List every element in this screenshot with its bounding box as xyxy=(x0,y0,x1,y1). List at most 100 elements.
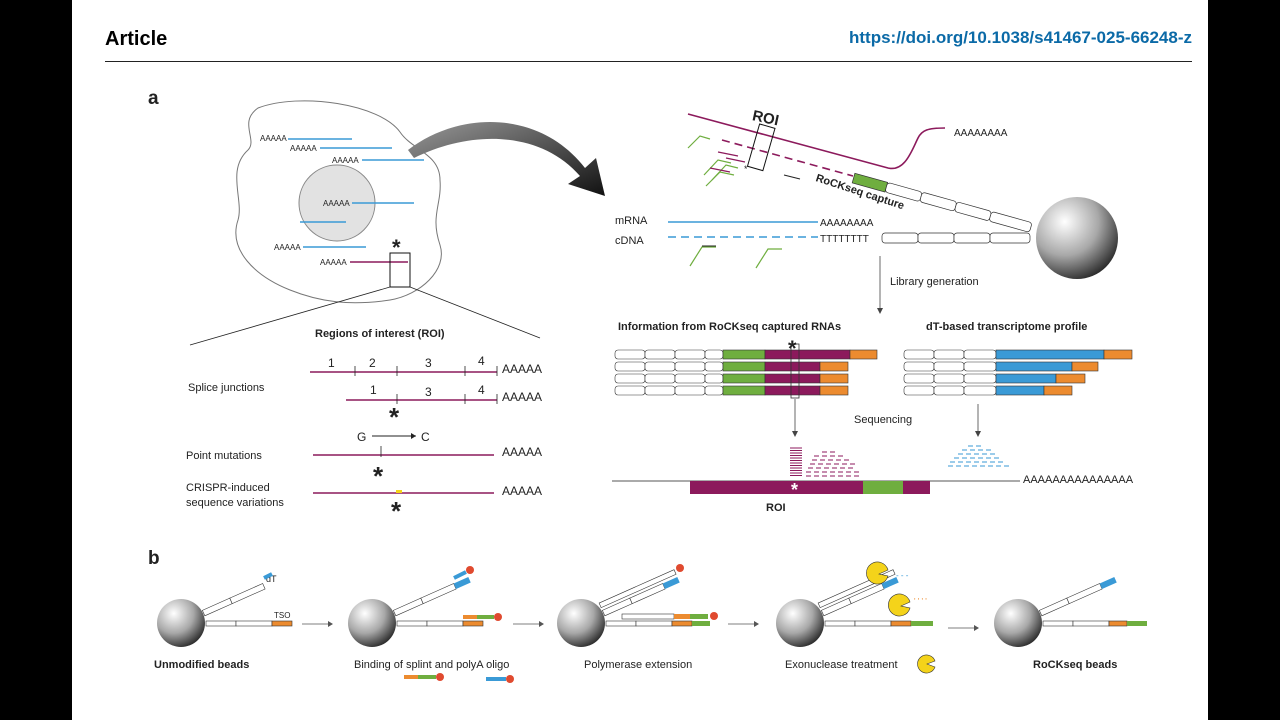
dt-label: dT xyxy=(266,574,277,584)
exon-1-bottom: 1 xyxy=(370,383,377,397)
bead-5 xyxy=(994,599,1042,647)
captured-rna xyxy=(764,361,821,372)
tso-segment xyxy=(819,373,849,384)
transcript-read xyxy=(995,349,1105,360)
transcript-read xyxy=(995,373,1057,384)
capture-diagram: AAAAAAAA RoCKseq capture ROI * mRNA AAAA… xyxy=(615,107,1118,314)
exon-1-top: 1 xyxy=(328,356,335,370)
library-generation-label: Library generation xyxy=(890,276,979,288)
cell-to-capture-arrow xyxy=(408,121,605,196)
bead-adapter xyxy=(903,373,935,384)
bead-adapter xyxy=(704,349,724,360)
genome-track: * AAAAAAAAAAAAAAA ROI xyxy=(612,474,1134,514)
tso-segment xyxy=(849,349,878,360)
bead-adapter xyxy=(963,349,997,360)
cdna-label: cDNA xyxy=(615,235,644,247)
bead-adapter xyxy=(933,349,965,360)
mutation-to: C xyxy=(421,430,430,444)
bead-2 xyxy=(348,599,396,647)
capture-oligo xyxy=(722,373,766,384)
tso-segment xyxy=(1071,361,1099,372)
roi-detail: Regions of interest (ROI) 1 2 3 4 AAAAA … xyxy=(186,328,542,526)
panel-b-steps: dT TSO xyxy=(154,561,1147,683)
bead-adapter xyxy=(674,385,706,396)
step-4-label: Exonuclease treatment xyxy=(785,659,898,671)
mutation-from: G xyxy=(357,430,366,444)
exon-3-bottom: 3 xyxy=(425,385,432,399)
bead-adapter xyxy=(704,373,724,384)
exonuclease-icon-2 xyxy=(888,593,911,617)
cell-polyA-6: AAAAA xyxy=(320,258,347,267)
step-2-label: Binding of splint and polyA oligo xyxy=(354,659,509,671)
bead-adapter xyxy=(704,361,724,372)
bead-adapter xyxy=(903,349,935,360)
mrna-label: mRNA xyxy=(615,215,648,227)
svg-text:- - -: - - - xyxy=(896,571,909,580)
read-stack-asterisk: * xyxy=(788,336,797,361)
bead-adapter xyxy=(674,373,706,384)
tso-segment xyxy=(1103,349,1133,360)
tso-segment xyxy=(1055,373,1086,384)
doi-link[interactable]: https://doi.org/10.1038/s41467-025-66248… xyxy=(849,28,1192,47)
polyA-splice-top: AAAAA xyxy=(502,362,542,376)
crispr-label-2: sequence variations xyxy=(186,497,284,509)
bead-adapter xyxy=(614,385,646,396)
step-3-label: Polymerase extension xyxy=(584,659,692,671)
exon-4-top: 4 xyxy=(478,354,485,368)
dt-title: dT-based transcriptome profile xyxy=(926,321,1087,333)
capture-oligo xyxy=(722,361,766,372)
cell-polyA-3: AAAAA xyxy=(332,156,359,165)
crispr-label-1: CRISPR-induced xyxy=(186,482,270,494)
library-reads: Information from RoCKseq captured RNAs d… xyxy=(618,321,1087,333)
bead-adapter xyxy=(644,349,676,360)
point-asterisk: * xyxy=(373,461,384,491)
exonuclease-legend-icon xyxy=(917,654,936,674)
bead-adapter xyxy=(903,361,935,372)
bead-adapter xyxy=(903,385,935,396)
crispr-asterisk: * xyxy=(391,496,402,526)
exonuclease-icon-1 xyxy=(866,561,889,585)
bead-adapter xyxy=(933,361,965,372)
bead-4 xyxy=(776,599,824,647)
tso-label: TSO xyxy=(274,611,290,620)
bead-adapter xyxy=(704,385,724,396)
bead-adapter xyxy=(614,373,646,384)
captured-rna xyxy=(764,385,821,396)
exon-4-bottom: 4 xyxy=(478,383,485,397)
tso-segment xyxy=(819,385,849,396)
captured-rna xyxy=(764,349,851,360)
dt-read-stack xyxy=(903,349,1133,396)
transcript-read xyxy=(995,361,1073,372)
roi-title: Regions of interest (ROI) xyxy=(315,328,445,340)
cell-polyA-1: AAAAA xyxy=(260,134,287,143)
bead-adapter xyxy=(674,361,706,372)
coverage-pileups xyxy=(790,445,1009,477)
splice-asterisk: * xyxy=(389,402,400,432)
article-label: Article xyxy=(105,28,168,50)
mrna-polyA: AAAAAAAA xyxy=(820,218,874,229)
bead-adapter xyxy=(963,385,997,396)
splice-label: Splice junctions xyxy=(188,382,265,394)
transcript-read xyxy=(995,385,1045,396)
figure: a b AAAAA AAAAA AAAAA AAAAA AAAAA AAAAA … xyxy=(148,88,1147,683)
cell-polyA-4: AAAAA xyxy=(323,199,350,208)
svg-text:' ' ' ': ' ' ' ' xyxy=(914,597,927,606)
bead-adapter xyxy=(963,373,997,384)
tso-segment xyxy=(1043,385,1073,396)
info-title: Information from RoCKseq captured RNAs xyxy=(618,321,841,333)
bead-adapter xyxy=(674,349,706,360)
bead-adapter xyxy=(644,385,676,396)
step-5-label: RoCKseq beads xyxy=(1033,659,1117,671)
polyA-point: AAAAA xyxy=(502,445,542,459)
bead-adapter xyxy=(933,385,965,396)
bead-adapter xyxy=(963,361,997,372)
bead-adapter xyxy=(644,361,676,372)
capture-oligo xyxy=(722,349,766,360)
panel-a-label: a xyxy=(148,88,159,109)
exon-3-top: 3 xyxy=(425,356,432,370)
bead-adapter xyxy=(614,349,646,360)
capture-polyA: AAAAAAAA xyxy=(954,128,1008,139)
cell-polyA-2: AAAAA xyxy=(290,144,317,153)
cell-polyA-5: AAAAA xyxy=(274,243,301,252)
